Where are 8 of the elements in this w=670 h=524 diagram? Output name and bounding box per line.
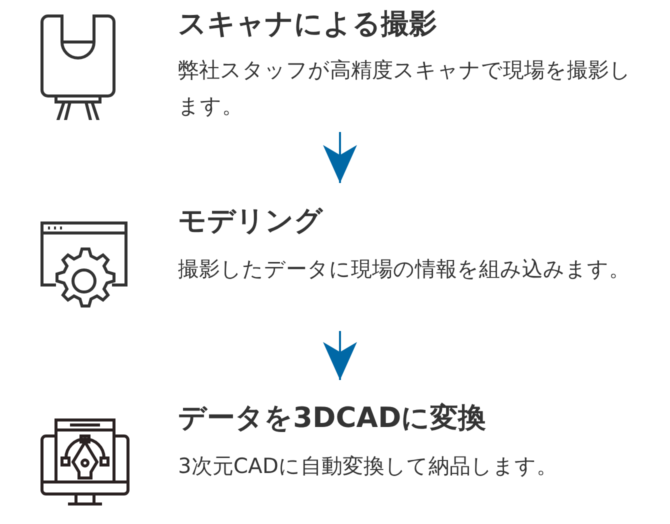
step-description: 3次元CADに自動変換して納品します。 — [178, 453, 559, 480]
step-title: スキャナによる撮影 — [178, 6, 437, 42]
step-title: モデリング — [178, 203, 323, 239]
step-description: 撮影したデータに現場の情報を組み込みます。 — [178, 256, 631, 283]
chevron-arrow — [323, 331, 357, 380]
step-description: 弊社スタッフが高精度スキャナで現場を撮影します。 — [178, 57, 632, 120]
chevron-arrow — [323, 132, 357, 183]
step-title: データを3DCADに変換 — [178, 400, 486, 436]
